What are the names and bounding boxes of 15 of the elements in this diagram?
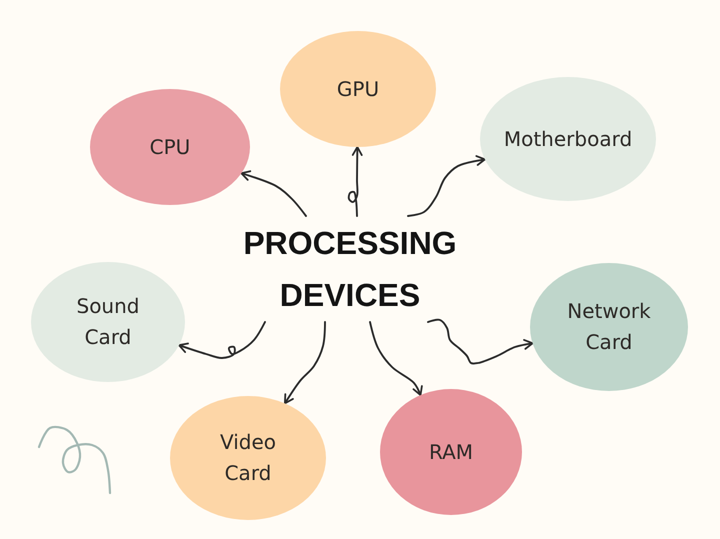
node-label: Sound Card — [76, 293, 140, 351]
node-label: CPU — [150, 134, 190, 160]
curved-arrow — [427, 318, 534, 365]
curved-arrow — [240, 170, 307, 217]
curved-arrow — [348, 146, 363, 217]
node-label: GPU — [336, 76, 380, 102]
node-label: Motherboard — [504, 126, 632, 152]
curved-arrow — [178, 321, 266, 359]
node-label: Network Card — [566, 298, 652, 356]
node-label: Video Card — [218, 429, 278, 487]
node-label: RAM — [428, 438, 474, 466]
curved-arrow — [407, 155, 486, 217]
curved-arrow — [369, 321, 423, 396]
central-heading: PROCESSING DEVICES — [236, 216, 464, 322]
curved-arrow — [284, 321, 326, 404]
